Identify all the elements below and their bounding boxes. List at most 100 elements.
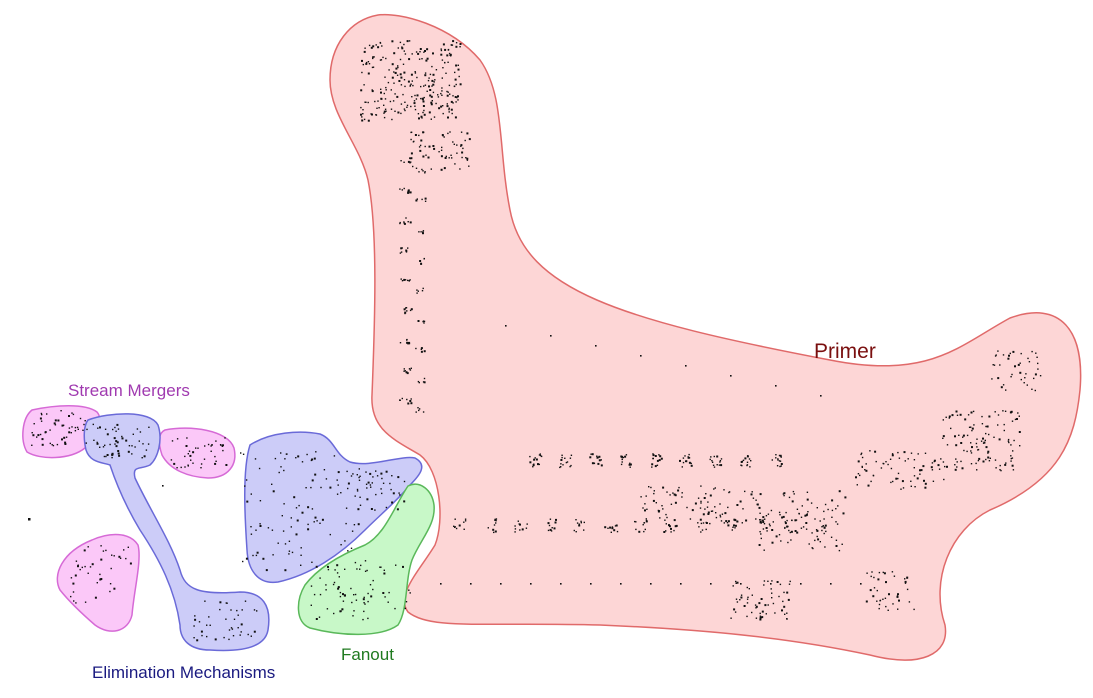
pattern-cell xyxy=(403,108,406,110)
pattern-cell xyxy=(372,57,374,60)
pattern-cell xyxy=(437,94,439,96)
pattern-cell xyxy=(427,156,430,159)
pattern-cell xyxy=(824,503,827,506)
pattern-cell xyxy=(464,520,467,522)
pattern-cell xyxy=(685,365,687,367)
pattern-cell xyxy=(371,113,373,116)
pattern-cell xyxy=(643,522,645,524)
pattern-cell xyxy=(215,440,217,442)
pattern-cell xyxy=(70,577,73,579)
pattern-cell xyxy=(709,458,711,461)
pattern-cell xyxy=(812,547,814,550)
pattern-cell xyxy=(403,161,405,163)
pattern-cell xyxy=(966,450,968,453)
pattern-cell xyxy=(736,504,739,506)
pattern-cell xyxy=(407,279,409,282)
pattern-cell xyxy=(646,508,648,510)
pattern-cell xyxy=(713,466,716,468)
pattern-cell xyxy=(961,467,964,470)
pattern-cell xyxy=(904,578,906,580)
pattern-cell xyxy=(713,488,715,490)
pattern-cell xyxy=(53,422,56,425)
pattern-cell xyxy=(414,72,417,74)
pattern-cell xyxy=(763,549,765,551)
pattern-cell xyxy=(777,458,779,460)
pattern-cell xyxy=(767,604,769,606)
pattern-cell xyxy=(835,545,838,547)
pattern-cell xyxy=(682,461,685,464)
pattern-cell xyxy=(416,289,418,291)
pattern-cell xyxy=(430,101,433,104)
pattern-cell xyxy=(685,460,688,463)
pattern-cell xyxy=(444,48,447,51)
pattern-cell xyxy=(300,547,302,549)
pattern-cell xyxy=(397,111,400,114)
pattern-cell xyxy=(607,527,609,529)
pattern-cell xyxy=(882,571,884,574)
pattern-cell xyxy=(363,84,365,86)
pattern-cell xyxy=(1007,440,1010,442)
pattern-cell xyxy=(138,440,140,442)
pattern-cell xyxy=(384,76,386,78)
pattern-cell xyxy=(569,457,572,459)
pattern-cell xyxy=(453,85,456,88)
pattern-cell xyxy=(780,465,782,467)
pattern-cell xyxy=(550,335,552,337)
pattern-cell xyxy=(670,527,672,530)
pattern-cell xyxy=(300,554,302,556)
pattern-cell xyxy=(431,65,433,68)
pattern-cell xyxy=(720,458,723,460)
pattern-cell xyxy=(111,456,113,459)
pattern-cell xyxy=(732,526,734,528)
pattern-cell xyxy=(400,160,402,162)
pattern-cell xyxy=(389,482,391,485)
pattern-cell xyxy=(431,85,433,87)
pattern-cell xyxy=(419,48,422,50)
pattern-cell xyxy=(353,610,355,612)
pattern-cell xyxy=(740,461,743,463)
pattern-cell xyxy=(1005,462,1007,464)
pattern-cell xyxy=(332,583,335,586)
pattern-cell xyxy=(920,469,923,472)
pattern-cell xyxy=(396,74,399,76)
pattern-cell xyxy=(41,438,44,441)
pattern-cell xyxy=(372,588,374,591)
pattern-cell xyxy=(539,453,541,455)
pattern-cell xyxy=(823,510,825,513)
pattern-cell xyxy=(765,613,767,615)
pattern-cell xyxy=(423,257,425,260)
pattern-cell xyxy=(44,431,47,434)
pattern-cell xyxy=(404,607,406,610)
pattern-cell xyxy=(755,499,757,501)
pattern-cell xyxy=(532,466,534,468)
pattern-cell xyxy=(924,482,927,485)
pattern-cell xyxy=(946,465,948,468)
pattern-cell xyxy=(422,170,424,172)
pattern-cell xyxy=(764,518,766,520)
pattern-cell xyxy=(131,453,133,455)
pattern-cell xyxy=(985,446,988,449)
pattern-cell xyxy=(806,513,808,515)
pattern-cell xyxy=(640,355,642,357)
pattern-cell xyxy=(457,99,459,101)
pattern-cell xyxy=(422,105,425,107)
pattern-cell xyxy=(746,615,748,618)
pattern-cell xyxy=(962,436,964,438)
pattern-cell xyxy=(415,167,418,169)
pattern-cell xyxy=(241,609,243,611)
pattern-cell xyxy=(1004,463,1007,466)
pattern-cell xyxy=(529,461,532,464)
pattern-cell xyxy=(404,85,406,88)
pattern-cell xyxy=(371,90,374,93)
pattern-cell xyxy=(385,89,387,91)
pattern-cell xyxy=(730,617,732,619)
pattern-cell xyxy=(644,509,646,512)
pattern-cell xyxy=(360,564,362,567)
pattern-cell xyxy=(595,345,597,347)
pattern-cell xyxy=(410,152,413,155)
pattern-cell xyxy=(406,310,408,312)
pattern-cell xyxy=(589,456,592,459)
pattern-cell xyxy=(450,44,452,46)
pattern-cell xyxy=(428,111,431,114)
pattern-cell xyxy=(201,634,203,637)
